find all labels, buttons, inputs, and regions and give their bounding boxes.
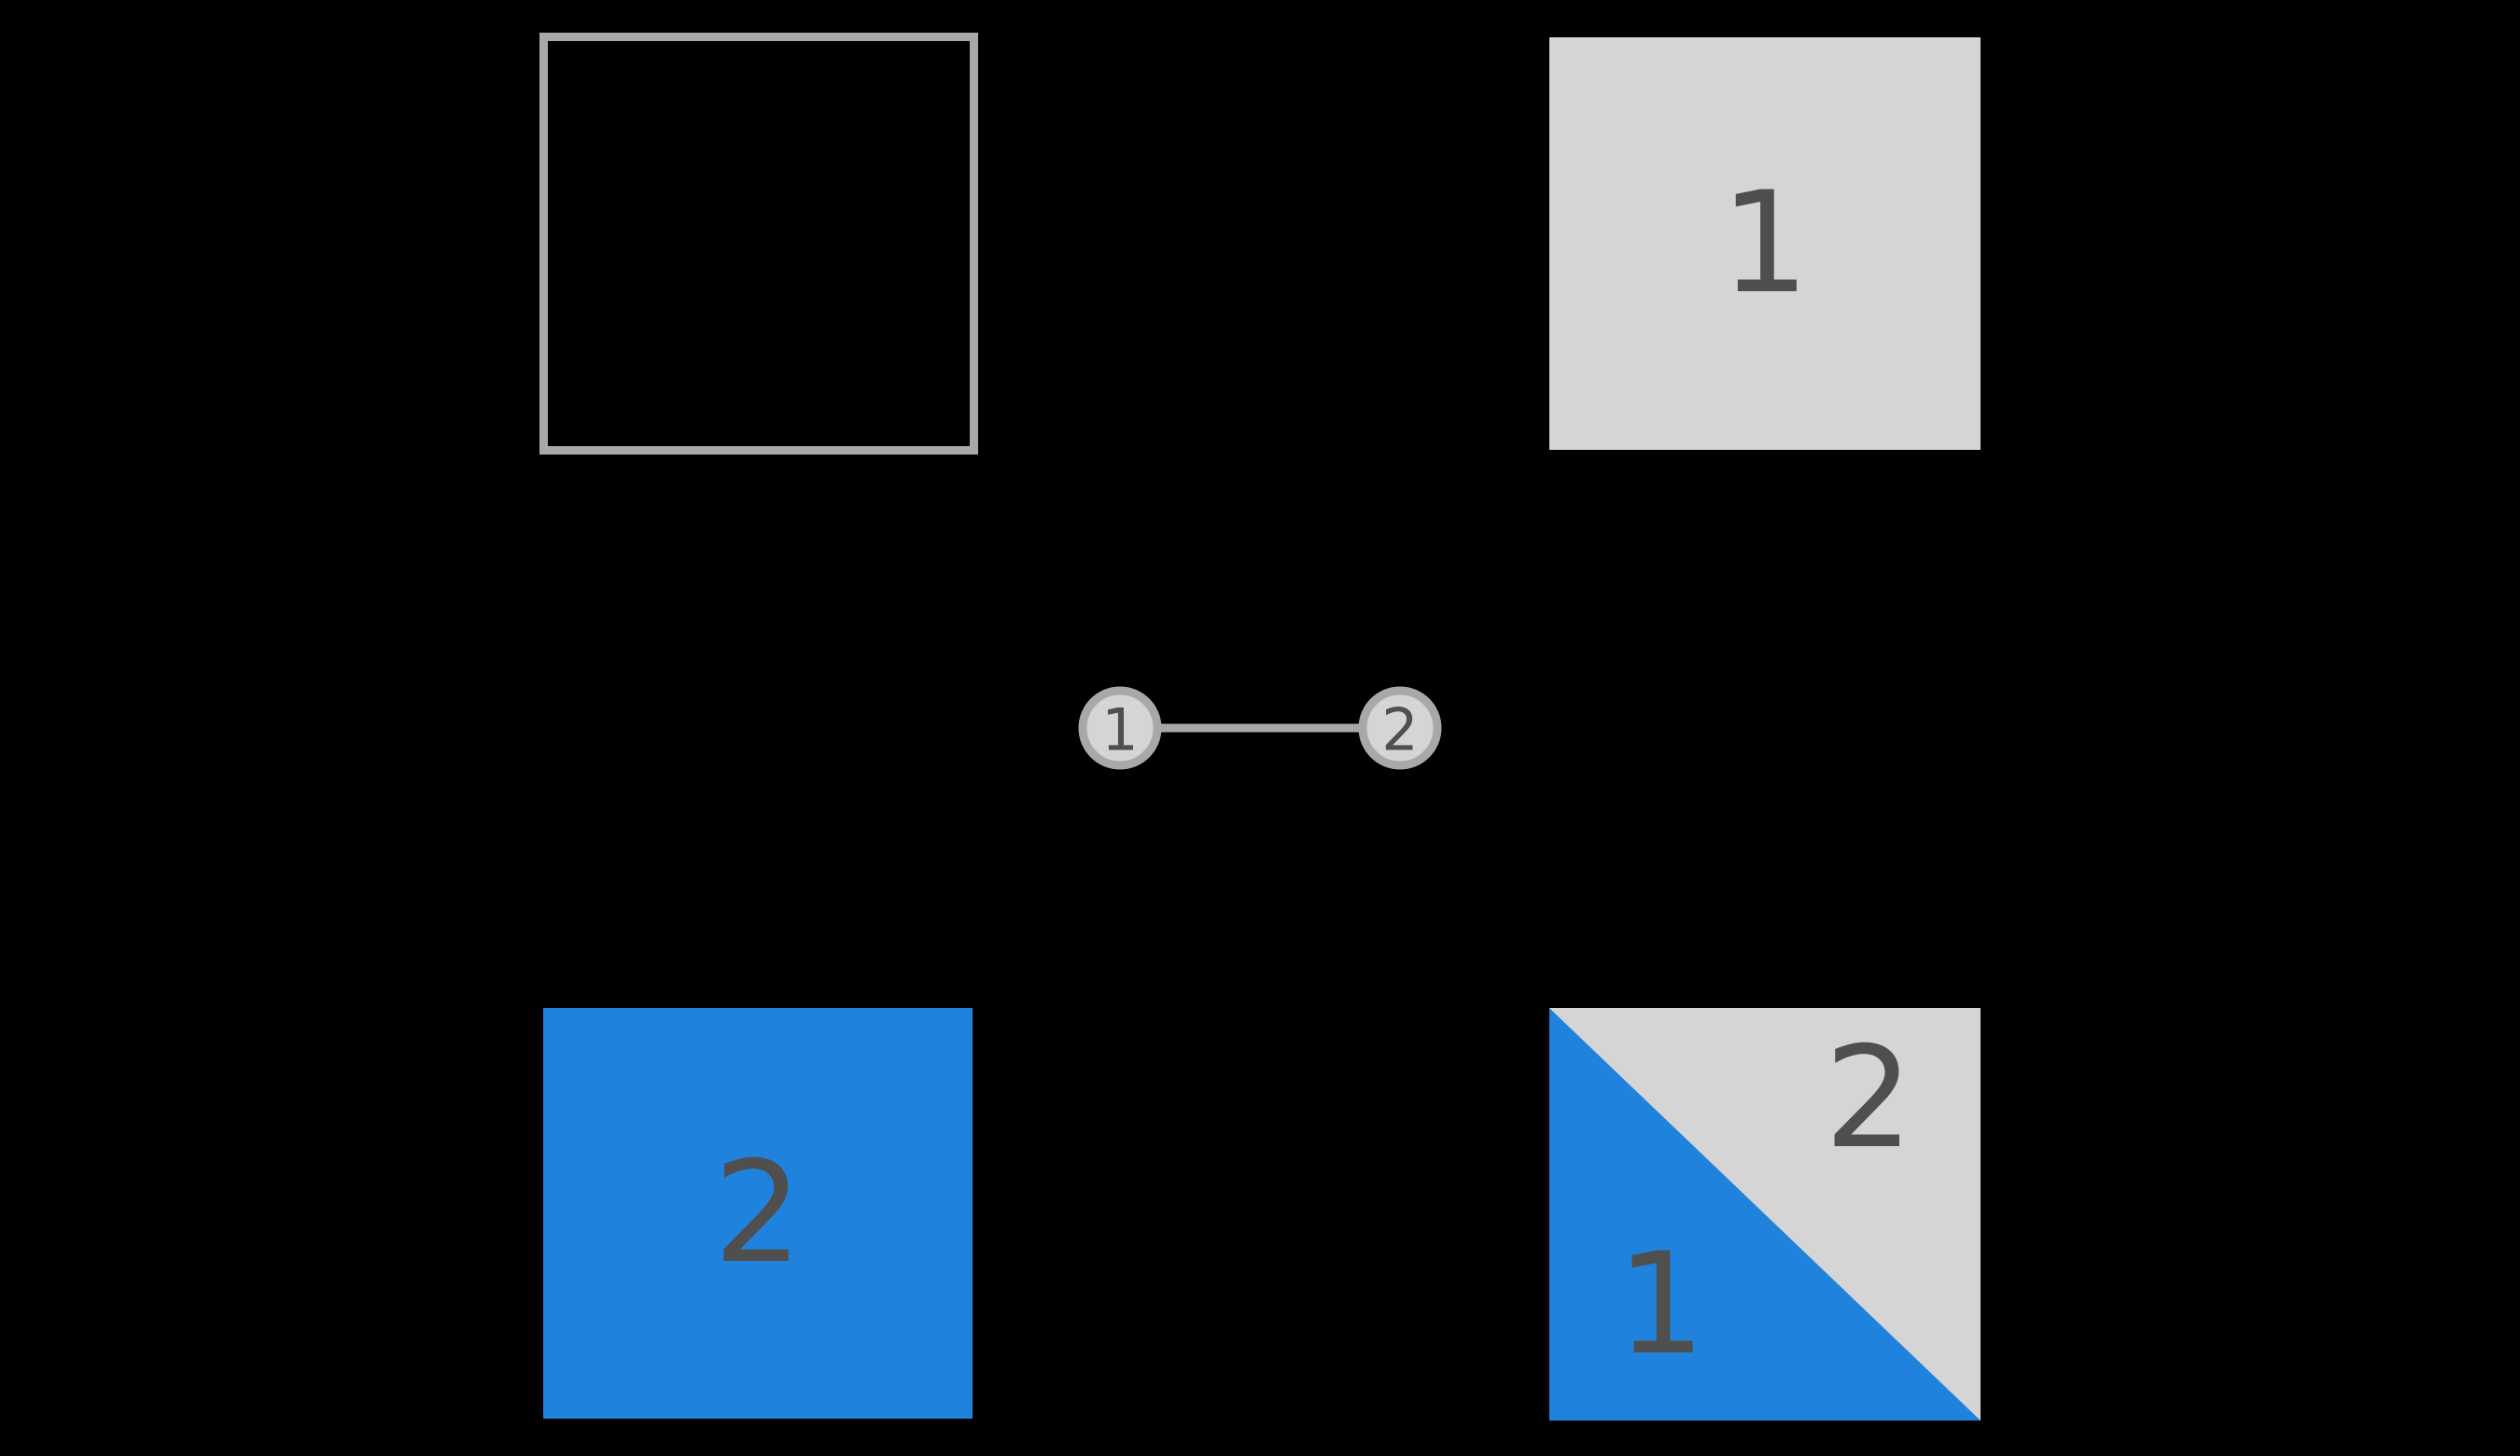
split-square-blue-triangle: [1549, 1008, 1981, 1421]
empty-outlined-square: [539, 33, 978, 455]
gray-square-label: 1: [1720, 162, 1810, 325]
blue-square-label: 2: [713, 1132, 803, 1295]
node-graph-svg: 1 2: [1078, 686, 1442, 770]
split-square: 2 1: [1549, 1008, 1981, 1421]
split-square-upper-label: 2: [1824, 1017, 1913, 1180]
graph-node-2-label: 2: [1381, 696, 1418, 764]
node-graph: 1 2: [1064, 672, 1456, 784]
blue-square-two: 2: [543, 1008, 973, 1419]
gray-square-one: 1: [1549, 37, 1981, 450]
graph-node-2[interactable]: [1358, 686, 1442, 770]
split-square-lower-label: 1: [1617, 1224, 1706, 1386]
graph-node-1[interactable]: [1078, 686, 1162, 770]
graph-node-1-label: 1: [1101, 696, 1138, 764]
